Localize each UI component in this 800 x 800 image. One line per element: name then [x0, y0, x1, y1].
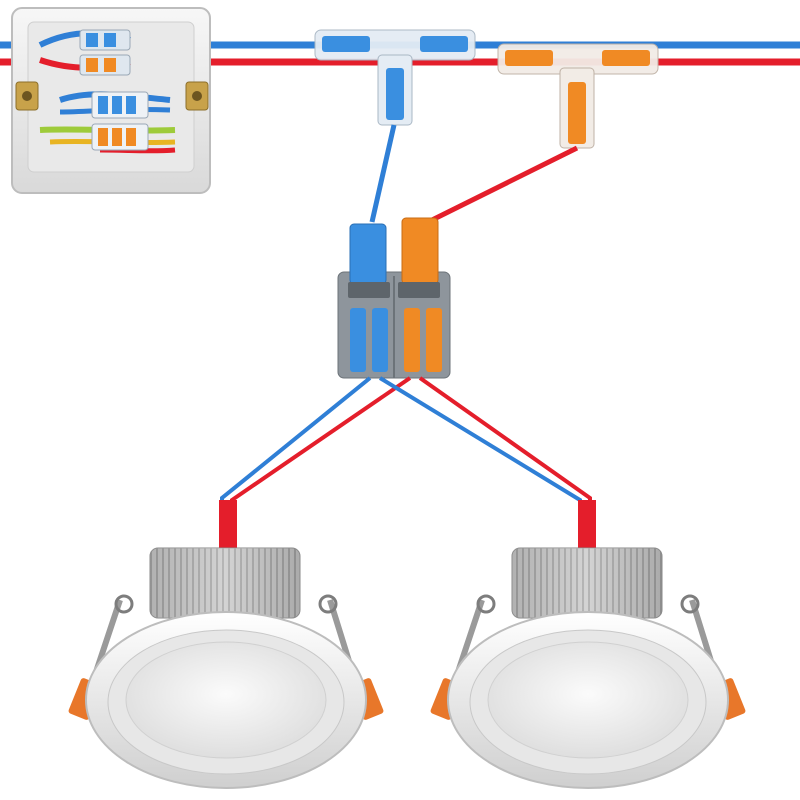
right-neutral-wire [378, 376, 582, 545]
lens-left [125, 641, 327, 759]
downlight-left [68, 547, 384, 789]
drop-neutral-wire [369, 124, 397, 223]
splice-connector [337, 217, 451, 379]
drop-live-wire [426, 145, 579, 225]
box-lever-connector-3 [91, 91, 149, 119]
downlight-right [430, 547, 746, 789]
lens-right [487, 641, 689, 759]
right-live-wire [418, 376, 592, 548]
splice-live-lever [401, 217, 439, 285]
box-lever-connector-1 [79, 29, 131, 51]
box-lever-connector-2 [79, 54, 131, 76]
left-live-wire [230, 376, 412, 548]
t-tap-neutral [314, 29, 476, 126]
fixture-wires [219, 376, 596, 550]
junction-box [11, 7, 211, 194]
drop-wires [369, 124, 579, 225]
t-tap-live [497, 43, 659, 149]
splice-neutral-lever [349, 223, 387, 285]
left-neutral-wire [220, 376, 372, 545]
box-lever-connector-4 [91, 123, 149, 151]
